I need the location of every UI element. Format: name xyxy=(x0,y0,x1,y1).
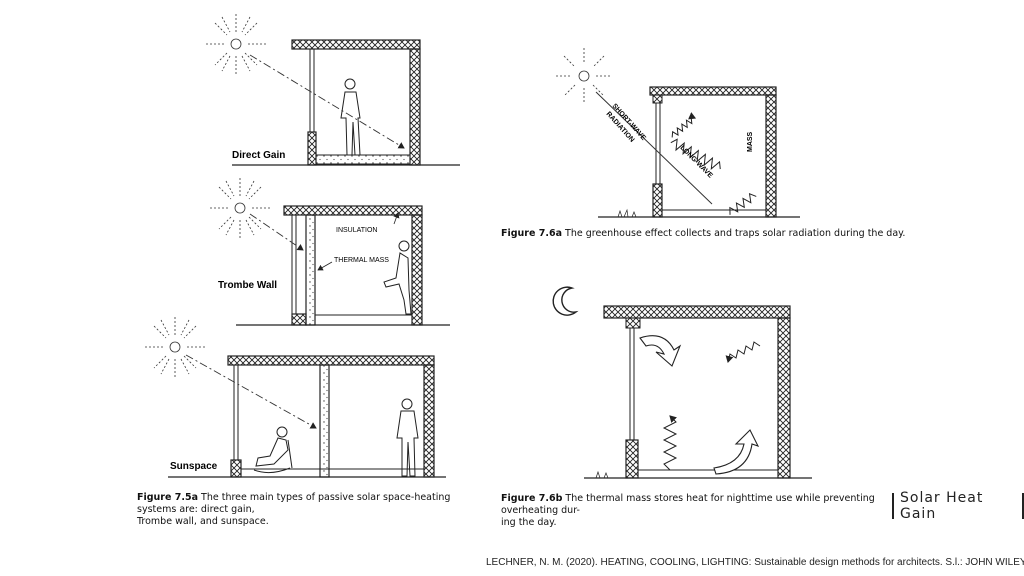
south-sill xyxy=(291,313,307,326)
person-standing-icon xyxy=(396,398,419,477)
radiant-heat-wave xyxy=(725,341,761,363)
caption-fig-7-6a-text: The greenhouse effect collects and traps… xyxy=(565,228,906,239)
mass-wall xyxy=(319,364,330,478)
caption-fig-7-6b-line2: ing the day. xyxy=(501,517,557,528)
roof xyxy=(227,355,435,366)
grass xyxy=(595,470,609,479)
caption-fig-7-5a-line1: The three main types of passive solar sp… xyxy=(137,492,451,515)
direct-gain-label: Direct Gain xyxy=(232,150,285,161)
caption-fig-7-6b-line1: The thermal mass stores heat for nightti… xyxy=(501,493,875,516)
caption-fig-7-5a-line2: Trombe wall, and sunspace. xyxy=(137,516,269,527)
moon-icon xyxy=(552,286,579,316)
sun-icon xyxy=(556,48,612,104)
long-wave-ray xyxy=(670,138,721,170)
insulation-label: INSULATION xyxy=(336,227,378,234)
person-standing-icon xyxy=(340,78,361,156)
floor-heat-wave xyxy=(662,415,678,471)
thermal-mass-leader xyxy=(317,261,333,271)
north-wall xyxy=(409,48,421,166)
greenhouse-diagram: SHORT-WAVE RADIATION LONG-WAVE MASS xyxy=(556,48,800,218)
reradiation-wave-up xyxy=(671,112,697,138)
insulation-leader xyxy=(393,212,400,225)
long-wave-label: LONG-WAVE xyxy=(679,144,714,179)
grass xyxy=(617,208,637,218)
slide-title: Solar Heat Gain xyxy=(892,490,1024,522)
mass-label: MASS xyxy=(747,131,754,152)
caption-fig-7-6b: Figure 7.6b The thermal mass stores heat… xyxy=(501,493,881,529)
thermal-mass-label: THERMAL MASS xyxy=(334,257,389,264)
warm-air-arrow xyxy=(713,429,760,475)
cool-air-arrow xyxy=(639,335,682,367)
sun-icon xyxy=(145,317,205,377)
north-wall xyxy=(411,214,423,326)
caption-fig-7-6b-number: Figure 7.6b xyxy=(501,493,563,504)
caption-fig-7-5a: Figure 7.5a The three main types of pass… xyxy=(137,492,467,528)
south-sill xyxy=(307,131,317,166)
sun-ray xyxy=(185,354,317,429)
person-reclining-icon xyxy=(253,426,293,474)
trombe-wall-diagram: INSULATION THERMAL MASS Trombe Wall xyxy=(210,178,450,326)
sun-ray xyxy=(249,54,405,149)
roof xyxy=(649,86,777,96)
night-storage-diagram xyxy=(552,286,812,479)
trombe-mass-wall xyxy=(305,214,316,326)
slide-title-text: Solar Heat Gain xyxy=(900,490,984,522)
roof xyxy=(603,305,791,319)
person-leaning-icon xyxy=(383,240,412,315)
sun-icon xyxy=(206,14,266,74)
citation: LECHNER, N. M. (2020). HEATING, COOLING,… xyxy=(486,557,1024,568)
short-wave-ray xyxy=(595,91,713,205)
caption-fig-7-6a-number: Figure 7.6a xyxy=(501,228,562,239)
roof xyxy=(283,205,423,216)
south-sill xyxy=(652,183,663,218)
sunspace-diagram: Sunspace xyxy=(145,317,446,478)
sunspace-label: Sunspace xyxy=(170,461,218,472)
south-sill xyxy=(230,459,242,478)
north-wall xyxy=(423,364,435,478)
direct-gain-diagram: Direct Gain xyxy=(206,14,460,166)
mass-wall xyxy=(777,317,791,479)
caption-fig-7-5a-number: Figure 7.5a xyxy=(137,492,198,503)
mass-wall xyxy=(765,94,777,218)
sun-icon xyxy=(210,178,270,238)
mass-wave xyxy=(729,193,757,215)
trombe-wall-label: Trombe Wall xyxy=(218,280,277,291)
floor-slab xyxy=(315,154,411,165)
south-sill xyxy=(625,439,639,479)
sun-ray xyxy=(249,213,304,251)
roof xyxy=(291,39,421,50)
caption-fig-7-6a: Figure 7.6a The greenhouse effect collec… xyxy=(501,228,905,240)
